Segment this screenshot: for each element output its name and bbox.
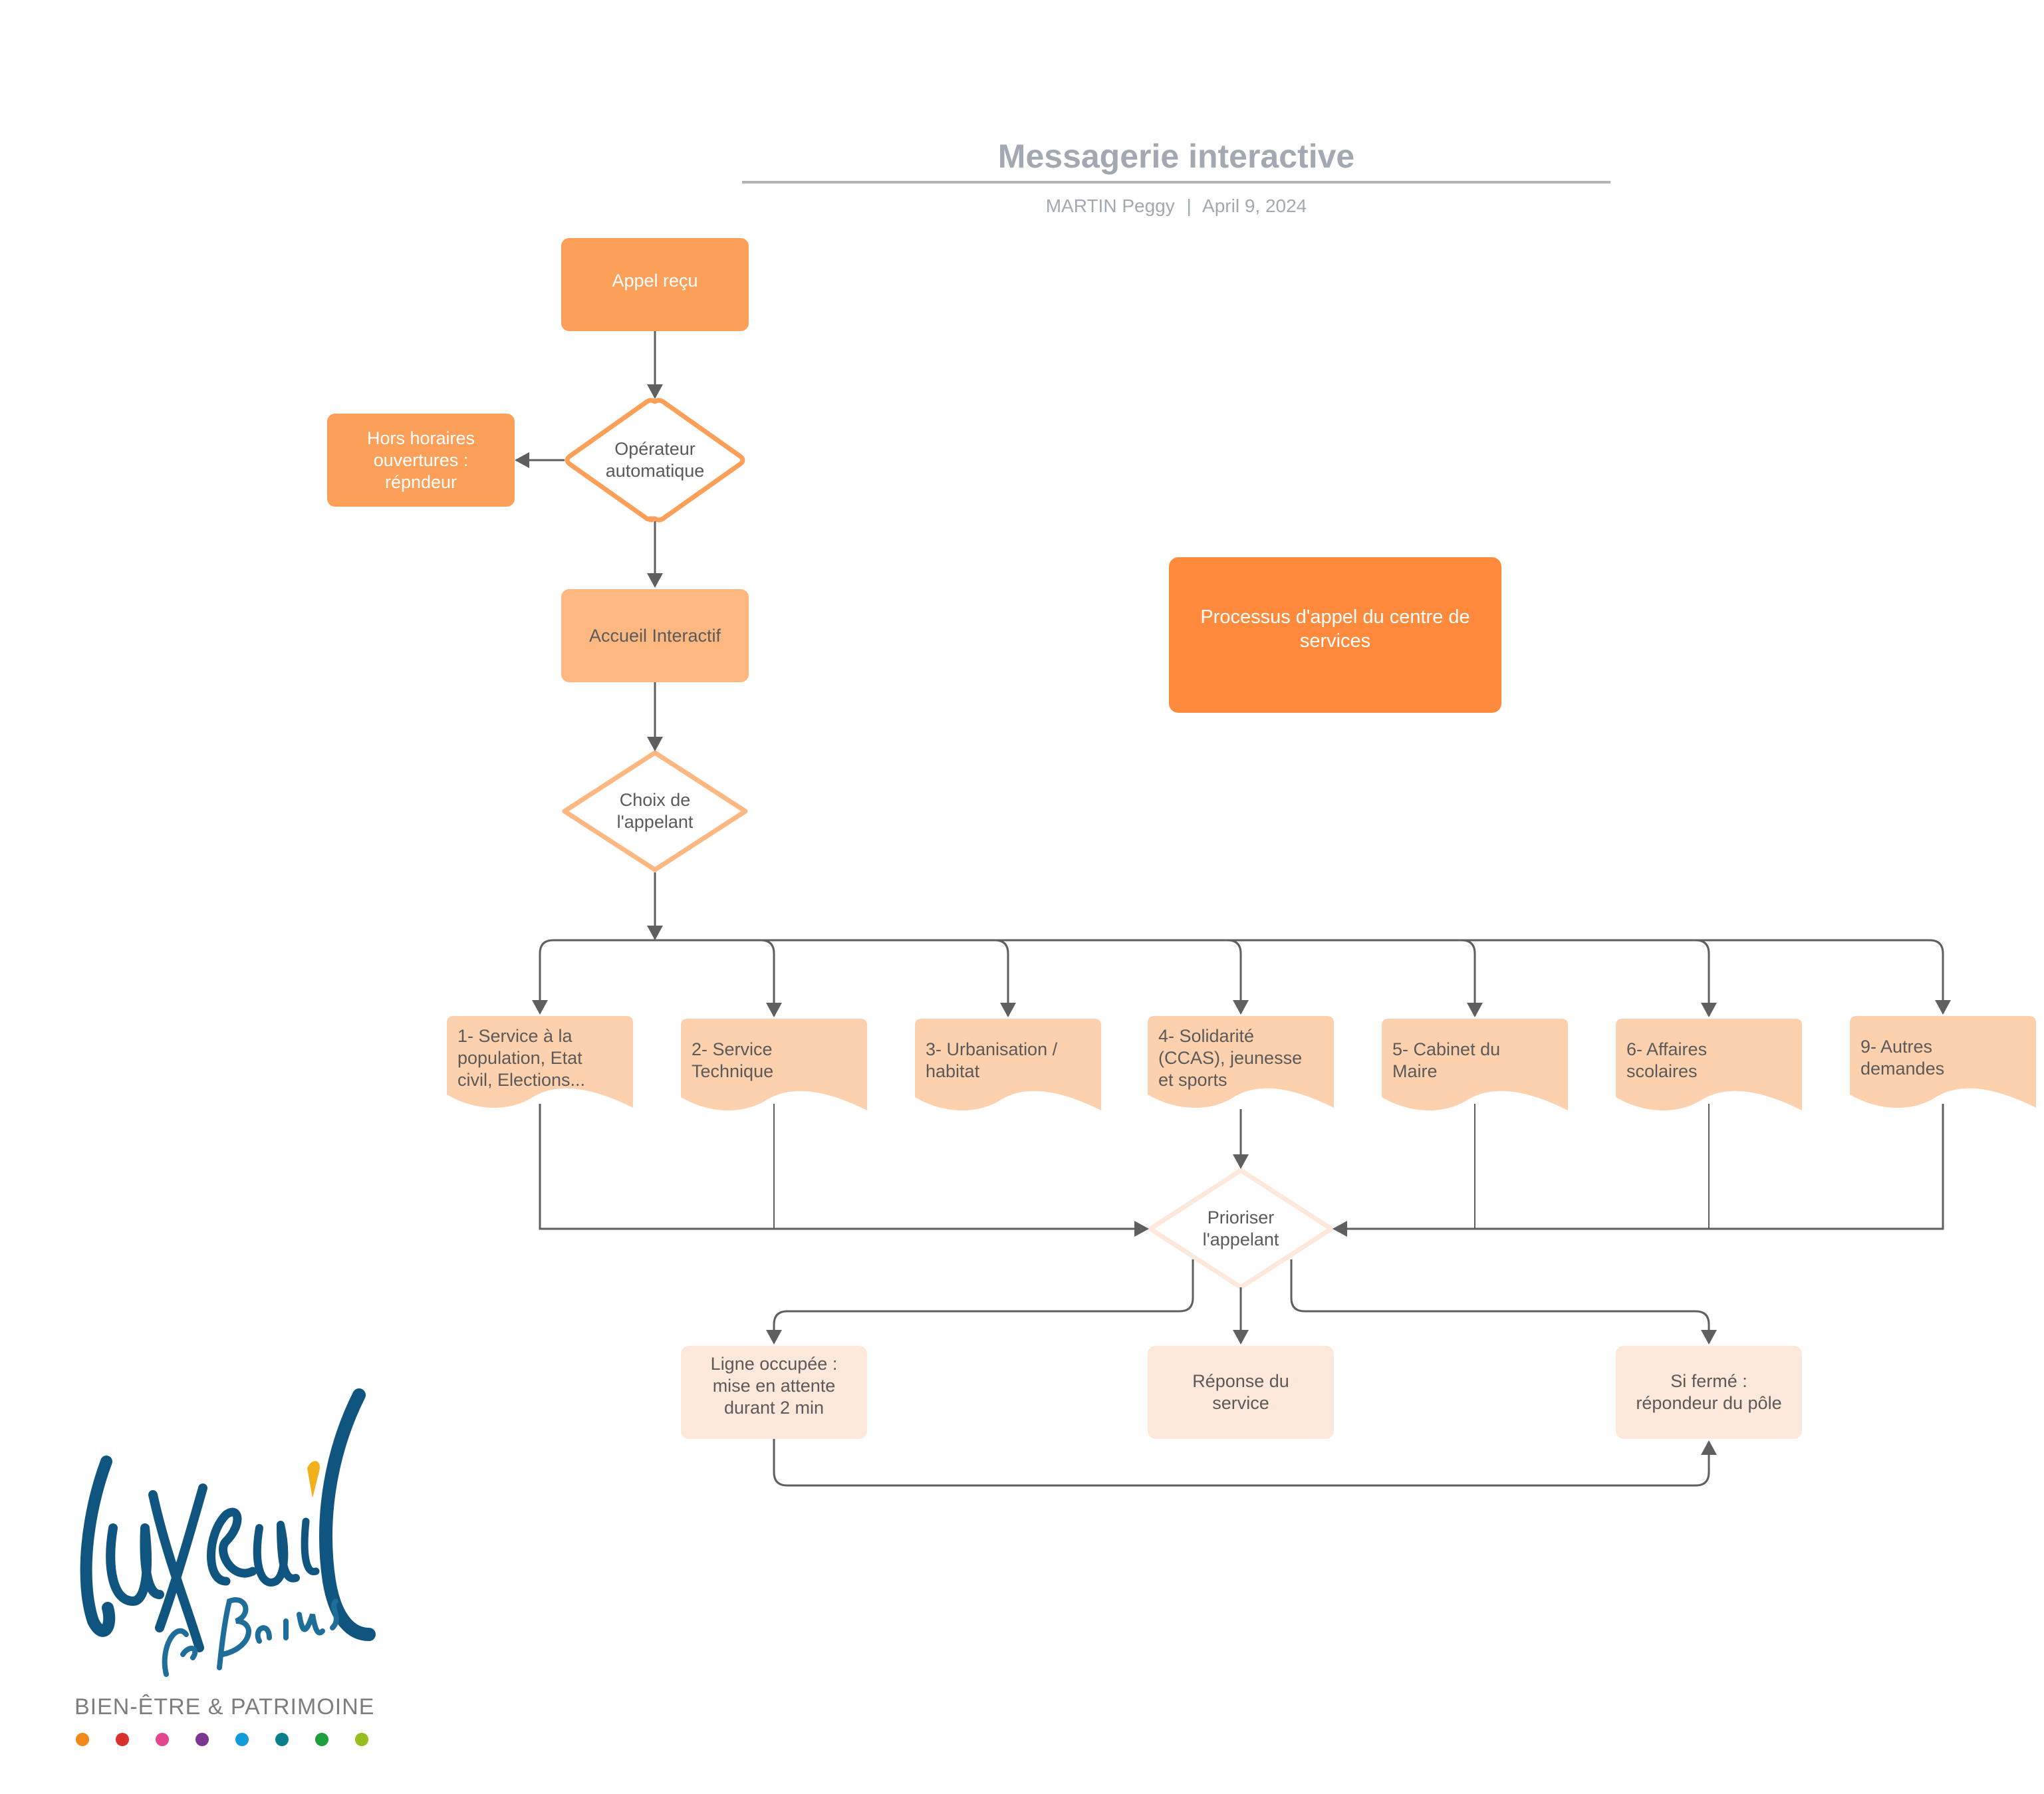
accueil-interactif-node[interactable]: Accueil Interactif [561,589,749,682]
logo-dot-1 [76,1733,89,1746]
link-bus-to-service-5 [655,939,1483,1017]
service-node-5[interactable] [1382,1019,1568,1111]
logo-dot-3 [156,1733,169,1746]
logo-dot-8 [355,1733,368,1746]
operateur-diamond[interactable] [565,398,745,523]
service-node-6[interactable] [1616,1019,1802,1111]
choix-diamond[interactable] [562,750,748,872]
logo-color-dots [76,1733,368,1746]
hors-horaires-node[interactable]: Hors horaires ouvertures : répndeur [327,414,515,507]
ligne-occupee-node[interactable]: Ligne occupée : mise en attente durant 2… [681,1346,867,1439]
reponse-service-node[interactable]: Réponse du service [1148,1346,1334,1439]
service-label-3: 3- Urbanisation /habitat [926,1039,1058,1081]
link-bus-to-service-3 [655,939,1016,1017]
link-bus-to-service-6 [655,939,1717,1017]
service-node-1[interactable] [447,1016,633,1108]
link-bus-to-service-1 [532,939,655,1015]
choix-label: Choix de l'appelant [616,790,694,832]
logo-dot-2 [116,1733,129,1746]
link-bus-to-service-2 [655,939,782,1017]
luxeuil-logo: BIEN-ÊTRE & PATRIMOINE [66,1382,379,1754]
diagram-subtitle: MARTIN Peggy | April 9, 2024 [742,195,1610,217]
appel-recu-label: Appel reçu [612,271,698,291]
link-prioriser-to-ligne [766,1259,1194,1345]
logo-dot-6 [275,1733,289,1746]
link-service1-to-prioriser [539,1104,1149,1237]
service-node-2[interactable] [681,1019,867,1111]
si-ferme-node[interactable]: Si fermé : répondeur du pôle [1616,1346,1802,1439]
process-legend-box: Processus d'appel du centre de services [1169,557,1501,713]
logo-dot-7 [315,1733,328,1746]
link-ligne-to-siferme [773,1439,1717,1487]
service-node-7[interactable] [1850,1016,2036,1108]
link-bus-to-service-7 [655,939,1951,1015]
luxeuil-wordmark-icon [80,1388,376,1677]
link-bus-to-service-4 [655,939,1249,1015]
prioriser-label: Prioriser l'appelant [1202,1208,1279,1249]
appel-recu-node[interactable]: Appel reçu [561,238,749,331]
logo-tagline: BIEN-ÊTRE & PATRIMOINE [74,1694,375,1720]
logo-dot-5 [235,1733,249,1746]
link-prioriser-to-siferme [1290,1259,1717,1345]
author: MARTIN Peggy [1045,195,1175,216]
date: April 9, 2024 [1202,195,1307,216]
separator: | [1186,195,1192,216]
title-divider [742,181,1610,184]
service-node-3[interactable] [915,1019,1101,1111]
logo-dot-4 [195,1733,209,1746]
diagram-title: Messagerie interactive [997,138,1355,175]
service-node-4[interactable] [1148,1016,1334,1108]
operateur-label: Opérateur automatique [605,439,705,481]
link-service9-to-prioriser [1333,1104,1944,1237]
